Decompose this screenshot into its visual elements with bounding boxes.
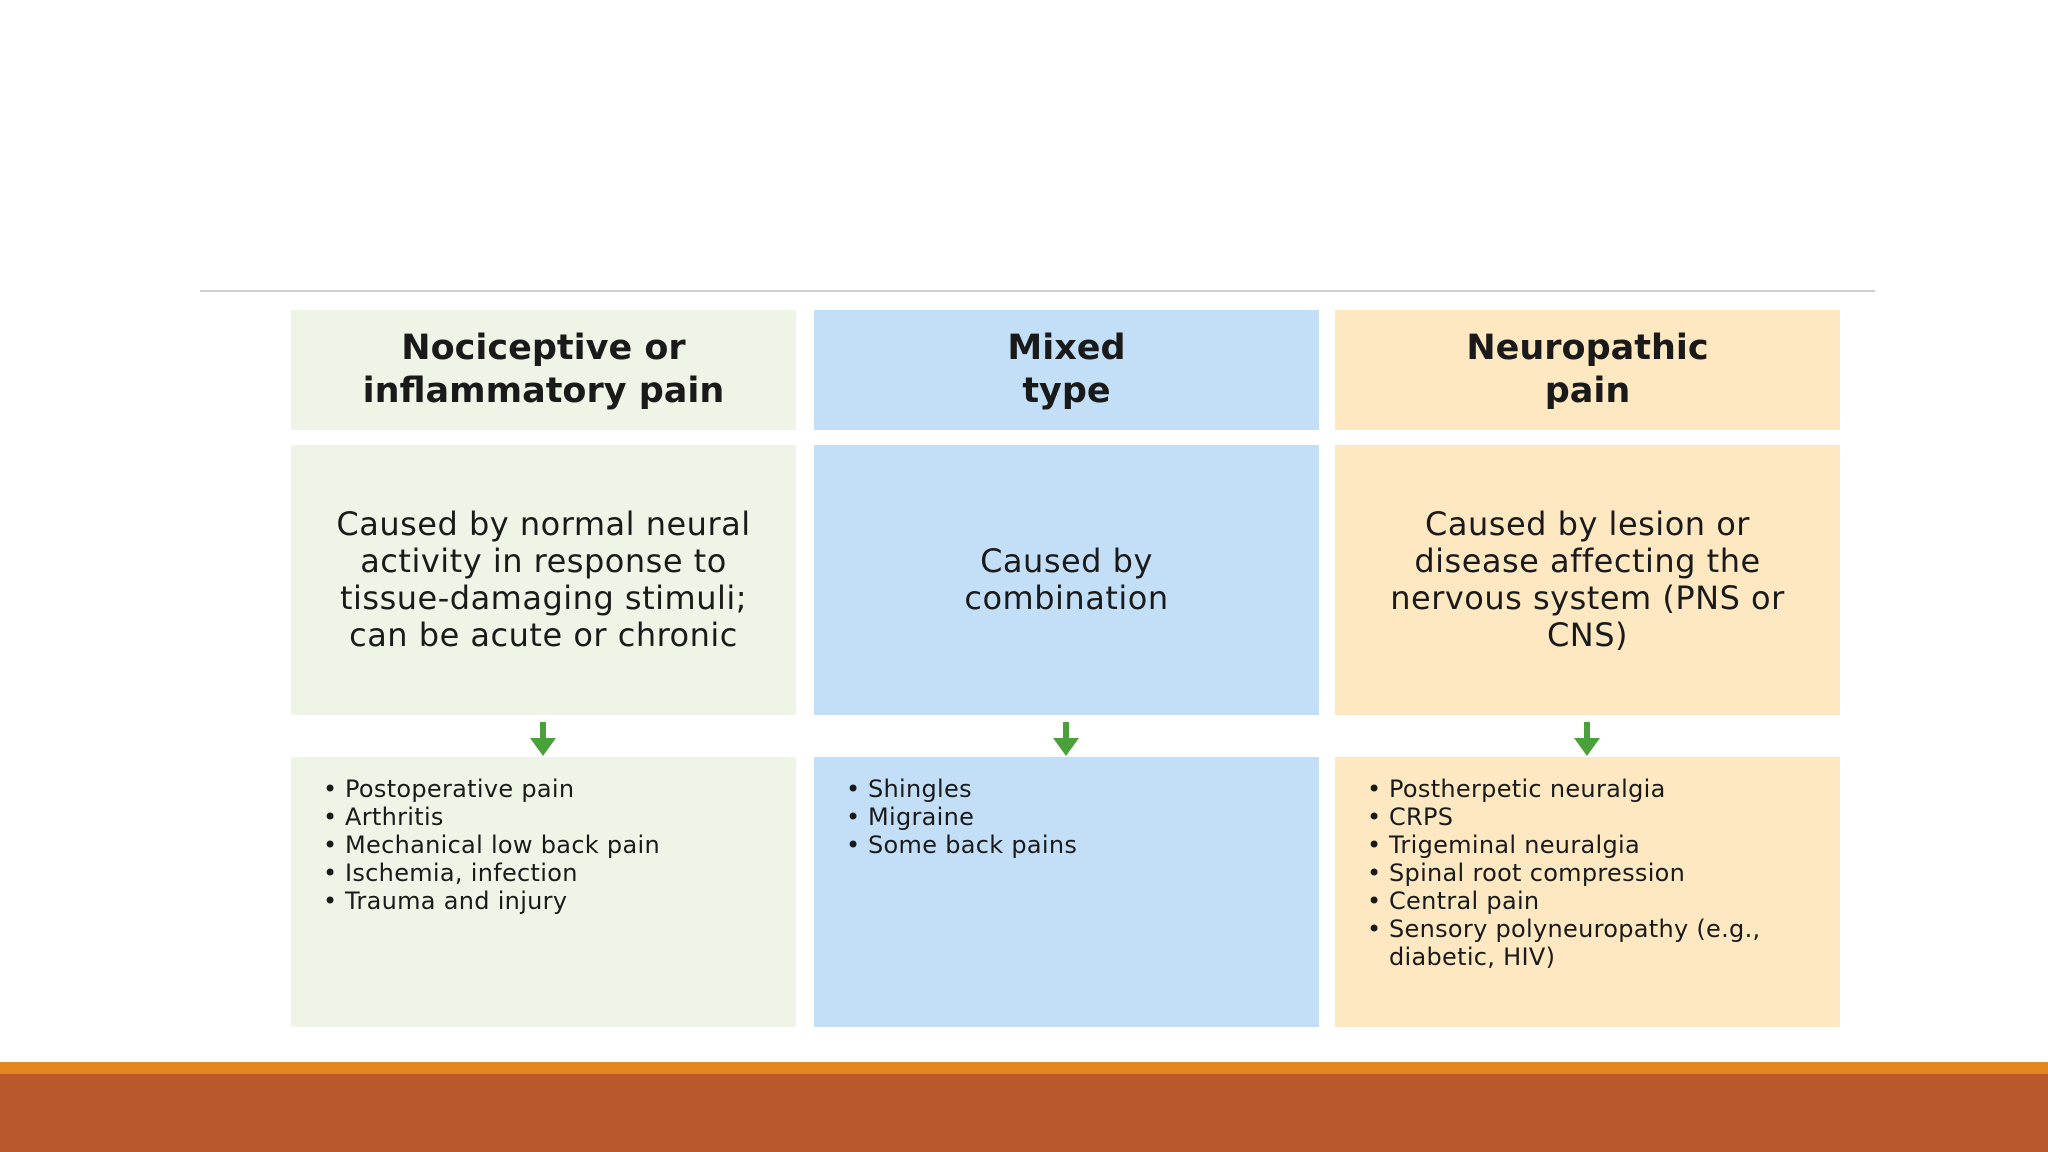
list-item: Shingles — [846, 775, 1299, 803]
column-header: Neuropathic pain — [1335, 310, 1840, 430]
header-line-1: Neuropathic — [1466, 328, 1709, 368]
list-item: Arthritis — [323, 803, 776, 831]
list-item: Migraine — [846, 803, 1299, 831]
down-arrow-icon — [530, 722, 556, 756]
list-item: Postoperative pain — [323, 775, 776, 803]
list-item: Mechanical low back pain — [323, 831, 776, 859]
list-item: CRPS — [1367, 803, 1820, 831]
header-line-1: Nociceptive or — [401, 328, 686, 368]
header-line-2: pain — [1544, 371, 1631, 411]
column-mixed: Mixed type Caused by combination Shingle… — [814, 310, 1319, 1030]
examples-list: Postoperative pain Arthritis Mechanical … — [291, 757, 796, 1027]
list-item: Spinal root compression — [1367, 859, 1820, 887]
column-description: Caused by combination — [814, 445, 1319, 715]
column-header: Mixed type — [814, 310, 1319, 430]
down-arrow-icon — [1053, 722, 1079, 756]
list-item: Trauma and injury — [323, 887, 776, 915]
column-neuropathic: Neuropathic pain Caused by lesion or dis… — [1335, 310, 1840, 1030]
examples-list: Postherpetic neuralgia CRPS Trigeminal n… — [1335, 757, 1840, 1027]
description-text: Caused by combination — [964, 542, 1169, 617]
footer-accent-bar — [0, 1062, 2048, 1074]
column-nociceptive: Nociceptive or inflammatory pain Caused … — [291, 310, 796, 1030]
description-text: Caused by lesion or disease affecting th… — [1390, 505, 1785, 654]
column-description: Caused by normal neural activity in resp… — [291, 445, 796, 715]
list-item: Ischemia, infection — [323, 859, 776, 887]
list-item: Some back pains — [846, 831, 1299, 859]
down-arrow-icon — [1574, 722, 1600, 756]
header-line-2: inflammatory pain — [362, 371, 725, 411]
list-item: Sensory polyneuropathy (e.g., diabetic, … — [1367, 915, 1820, 971]
header-line-1: Mixed — [1007, 328, 1126, 368]
header-line-2: type — [1022, 371, 1111, 411]
column-description: Caused by lesion or disease affecting th… — [1335, 445, 1840, 715]
list-item: Central pain — [1367, 887, 1820, 915]
examples-list: Shingles Migraine Some back pains — [814, 757, 1319, 1027]
top-divider — [200, 290, 1875, 292]
list-item: Postherpetic neuralgia — [1367, 775, 1820, 803]
column-header: Nociceptive or inflammatory pain — [291, 310, 796, 430]
description-text: Caused by normal neural activity in resp… — [336, 505, 751, 654]
list-item: Trigeminal neuralgia — [1367, 831, 1820, 859]
footer-bar — [0, 1074, 2048, 1152]
